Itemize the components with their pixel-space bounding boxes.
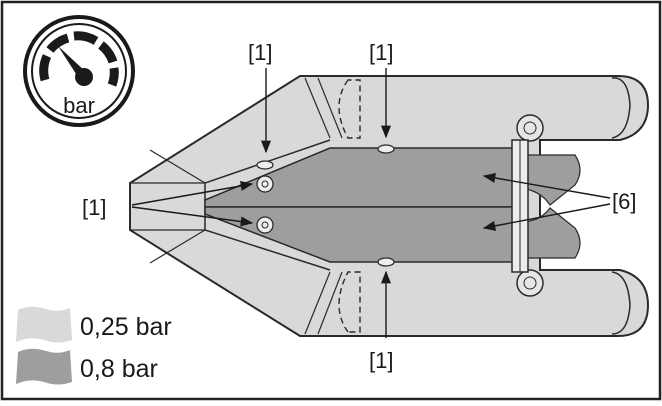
callout-floor-chambers: [6] bbox=[612, 189, 636, 214]
bow-seam bbox=[149, 149, 206, 184]
valve-top-left bbox=[256, 160, 274, 170]
tube-seam bbox=[317, 271, 343, 335]
keel-lobe-bottom bbox=[519, 207, 581, 259]
valve-top-center bbox=[377, 144, 395, 154]
legend-swatch-high-pressure bbox=[16, 348, 72, 385]
tube-seam bbox=[304, 271, 331, 335]
bow-seam bbox=[149, 229, 206, 264]
tube-seam bbox=[304, 77, 331, 139]
valve-bottom-center bbox=[377, 257, 395, 267]
tube-end-cap-top bbox=[611, 77, 631, 139]
callout-arrows bbox=[131, 68, 611, 338]
tube-seam bbox=[317, 77, 343, 139]
arrow-valve-floor-lower bbox=[131, 206, 254, 227]
valve-floor-lower-core bbox=[261, 221, 269, 229]
tube-end-cap-bottom bbox=[611, 271, 631, 335]
arrow-floor-lower bbox=[482, 203, 611, 231]
pressure-gauge-icon: bar bbox=[23, 15, 135, 127]
transom-fitting-bottom-inner bbox=[523, 276, 537, 290]
callout-valve-bottom-center: [1] bbox=[369, 348, 393, 373]
oarlock-outline-bottom bbox=[338, 271, 361, 333]
valve-floor-lower bbox=[256, 216, 274, 234]
legend-label-high-pressure: 0,8 bar bbox=[80, 355, 158, 383]
legend-label-low-pressure: 0,25 bar bbox=[80, 313, 172, 341]
callout-valve-top-center: [1] bbox=[369, 40, 393, 65]
transom-fitting-top bbox=[516, 114, 544, 142]
valve-floor-upper-core bbox=[261, 180, 269, 188]
legend-swatch-low-pressure bbox=[16, 306, 72, 343]
callout-valve-top-left: [1] bbox=[248, 40, 272, 65]
callout-valve-left-pair: [1] bbox=[82, 195, 106, 220]
transom-fitting-bottom bbox=[516, 269, 544, 297]
valve-floor-upper bbox=[256, 175, 274, 193]
inflatable-floor bbox=[204, 139, 581, 273]
legend: 0,25 bar 0,8 bar bbox=[16, 306, 172, 385]
arrow-valve-floor-upper bbox=[131, 180, 254, 206]
gauge-unit-label: bar bbox=[63, 93, 95, 118]
transom-fitting-top-inner bbox=[523, 121, 537, 135]
arrow-floor-upper bbox=[482, 172, 611, 199]
valves bbox=[256, 144, 395, 267]
floor-chamber-lower bbox=[204, 206, 521, 263]
